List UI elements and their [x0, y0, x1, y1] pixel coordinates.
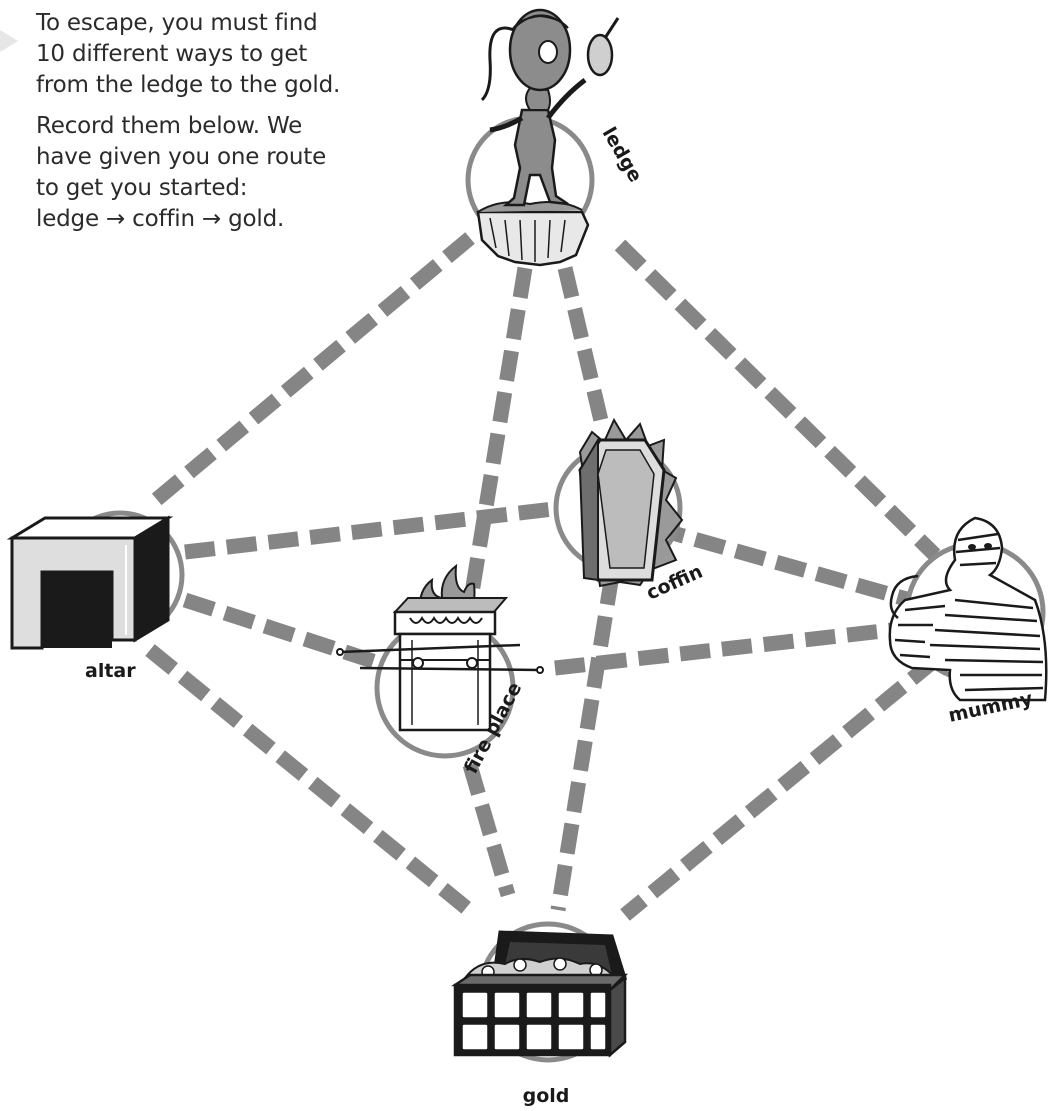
path-fireplace-gold	[470, 765, 508, 895]
ledge-label: ledge	[598, 124, 647, 187]
path-mummy-gold	[625, 660, 935, 915]
altar-label: altar	[85, 660, 136, 682]
path-ledge-altar	[150, 238, 470, 505]
node-mummy: mummy	[890, 518, 1046, 727]
path-ledge-fireplace	[470, 268, 525, 605]
path-altar-fireplace	[185, 600, 385, 665]
gold-label: gold	[523, 1085, 570, 1107]
node-coffin: coffin	[556, 420, 706, 605]
treasure-chest-icon	[455, 932, 625, 1055]
node-gold: gold	[455, 924, 625, 1107]
path-connections	[150, 238, 935, 915]
path-coffin-gold	[558, 575, 612, 910]
path-ledge-coffin	[565, 268, 602, 425]
node-fireplace: fire place	[337, 566, 543, 777]
path-altar-coffin	[185, 508, 562, 552]
node-ledge: ledge	[468, 10, 646, 265]
altar-icon	[12, 518, 168, 648]
coffin-icon	[580, 420, 682, 586]
